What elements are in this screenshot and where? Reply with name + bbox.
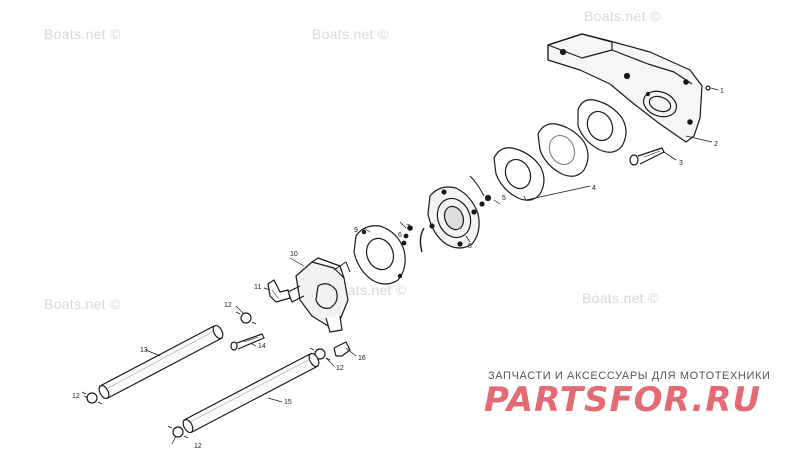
fuel-hose-lower [182, 352, 320, 434]
hose-clamp [81, 391, 103, 405]
hose-fitting [333, 341, 357, 357]
elbow-fitting [267, 279, 291, 303]
leader-lines [83, 199, 501, 445]
callout-12: 12 [72, 393, 80, 400]
callout-5: 5 [502, 195, 506, 202]
mounting-bracket [547, 33, 719, 143]
fuel-hose-upper [98, 324, 224, 400]
brand-tagline: ЗАПЧАСТИ И АКСЕССУАРЫ ДЛЯ МОТОТЕХНИКИ [488, 370, 771, 382]
callout-12: 12 [194, 443, 202, 450]
small-fasteners [401, 175, 492, 246]
pump-cover [287, 257, 351, 333]
callout-9: 9 [354, 227, 358, 234]
callout-3: 3 [679, 160, 683, 167]
callout-15: 15 [284, 399, 292, 406]
watermark: Boats.net © [582, 290, 659, 306]
callout-12: 12 [224, 302, 232, 309]
callout-11: 11 [254, 284, 261, 291]
watermark: Boats.net © [330, 282, 407, 298]
callout-8: 8 [468, 243, 472, 250]
callout-labels: 1 2 3 4 5 6 7 8 9 10 11 12 13 14 12 16 1… [72, 88, 724, 450]
callout-14: 14 [258, 343, 266, 350]
watermark: Boats.net © [312, 26, 389, 42]
watermark: Boats.net © [44, 296, 121, 312]
callout-10: 10 [290, 251, 298, 258]
hose-clamp [167, 425, 189, 439]
diaphragm-gasket [353, 225, 406, 285]
hose-clamp [235, 311, 257, 325]
callout-13: 13 [140, 347, 148, 354]
gasket-set [493, 99, 627, 201]
callout-6: 6 [398, 232, 402, 239]
screw [230, 333, 265, 351]
pump-body [419, 186, 480, 253]
brand-logo: PARTSFOR.RU [484, 380, 762, 420]
callout-1: 1 [720, 88, 724, 95]
callout-4: 4 [592, 185, 596, 192]
callout-7: 7 [406, 224, 410, 231]
watermark: Boats.net © [44, 26, 121, 42]
watermark: Boats.net © [584, 8, 661, 24]
callout-16: 16 [358, 355, 366, 362]
callout-2: 2 [714, 141, 718, 148]
callout-12: 12 [336, 365, 344, 372]
bolt [629, 147, 677, 166]
